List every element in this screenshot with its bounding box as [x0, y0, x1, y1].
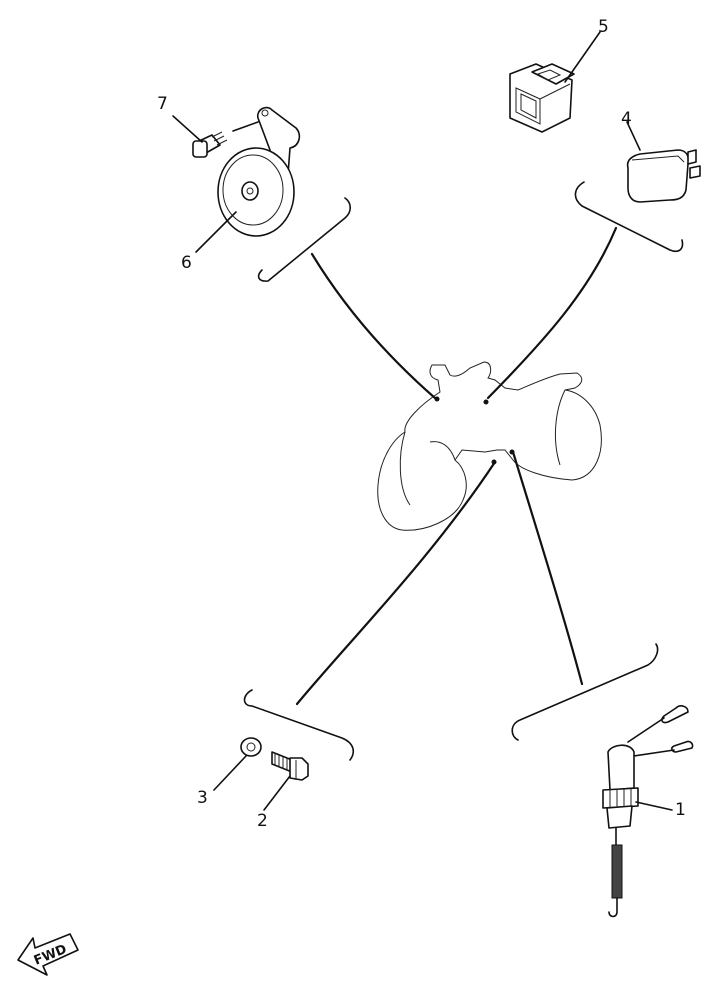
callout-7: 7 [157, 94, 168, 114]
bracket-bottom-right [511, 643, 659, 741]
horn-icon [217, 106, 301, 237]
bolt-icon [271, 751, 309, 781]
leader-relays [486, 226, 618, 400]
switch-icon [602, 705, 694, 918]
fwd-arrow-icon: FWD [17, 933, 79, 976]
attach-point [483, 399, 489, 405]
callout-leaders [172, 31, 673, 811]
bracket-top-left [257, 197, 352, 282]
callout-labels: 1 2 3 4 5 6 7 [157, 17, 686, 831]
leader-lines [295, 226, 618, 706]
callout-5: 5 [598, 17, 609, 37]
leader-bolt [295, 460, 497, 706]
callout-6: 6 [181, 253, 192, 273]
screw-icon [192, 131, 228, 158]
callout-4: 4 [621, 109, 632, 129]
relay-holder-icon [509, 63, 575, 133]
motorcycle-outline [377, 361, 602, 531]
attach-point [491, 459, 497, 465]
callout-1: 1 [675, 800, 686, 820]
relay-icon [626, 149, 701, 203]
attach-point [434, 396, 440, 402]
leader-horn [310, 252, 437, 400]
bracket-top-right [574, 181, 684, 253]
callout-3: 3 [197, 788, 208, 808]
washer-icon [240, 737, 262, 757]
leader-switch [511, 450, 584, 686]
callout-2: 2 [257, 811, 268, 831]
bracket-bottom-left [243, 689, 355, 761]
attach-point [509, 449, 515, 455]
